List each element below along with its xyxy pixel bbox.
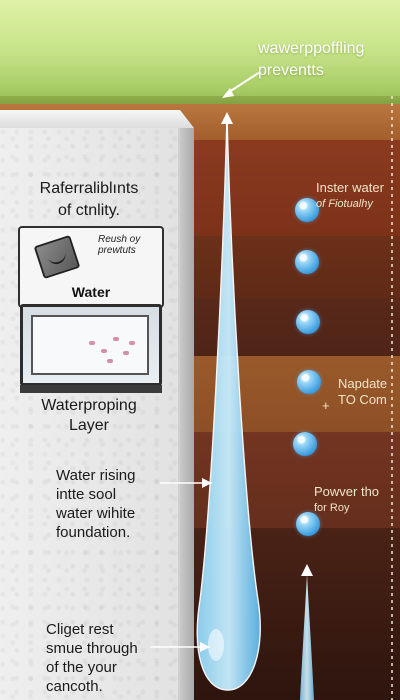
water-bubble: [293, 432, 317, 456]
foundation-wall: [0, 128, 180, 700]
speck-icon: [113, 337, 119, 341]
caption-arrow: [222, 71, 261, 98]
right-label-line: of Fiotualhy: [316, 198, 373, 210]
card-note-line: prewtuts: [98, 245, 136, 256]
water-bubble: [296, 310, 320, 334]
right-label-line: Powver tho: [314, 484, 380, 499]
window-base: [20, 385, 162, 393]
bottom-note: Cliget rest smue through of the your can…: [46, 620, 138, 696]
right-label-lower: Powver tho for Roy: [314, 484, 379, 516]
right-label-upper: Inster water of Fiotualhy: [316, 180, 384, 212]
intro-text: Raferraliblınts of ctnlity.: [0, 178, 178, 222]
right-label-line: TO Com: [338, 392, 387, 407]
top-caption-line: preventts: [258, 62, 324, 79]
rising-note-line: Water rising: [56, 467, 136, 484]
window-panel-icon: [20, 304, 162, 393]
water-bubble: [295, 198, 319, 222]
bottom-note-line: of the your: [46, 659, 117, 676]
layer-title-line: Layer: [68, 417, 110, 434]
water-stem: [300, 574, 314, 700]
right-label-middle: Napdate TO Com: [338, 376, 387, 408]
water-drop-icon: [196, 117, 261, 691]
card-note-line: Reush oy: [98, 234, 141, 245]
up-arrow-icon: [221, 112, 233, 140]
sky-background: [0, 0, 400, 110]
up-arrow-icon: [301, 564, 313, 576]
box-face-icon: [33, 234, 81, 280]
left-arrow-icon: [160, 478, 212, 488]
rising-note-line: intte sool: [56, 486, 117, 503]
layer-title: Waterproping Layer: [0, 396, 178, 436]
water-drop-highlight: [208, 629, 224, 661]
water-bubble: [295, 250, 319, 274]
card-water-label: Water: [71, 284, 111, 300]
rising-note-line: foundation.: [56, 524, 131, 541]
bottom-note-line: Cliget rest: [46, 621, 114, 638]
right-label-line: for Roy: [314, 502, 350, 514]
box-face-smile: [47, 251, 68, 267]
speck-icon: [123, 351, 129, 355]
rising-note: Water rising intte sool water wihite fou…: [56, 466, 135, 542]
right-label-marker: +: [322, 398, 330, 413]
speck-icon: [107, 359, 113, 363]
top-caption: wawerppoffling preventts: [258, 38, 364, 82]
intro-line: of ctnlity.: [58, 202, 120, 219]
layer-title-line: Waterproping: [41, 397, 137, 414]
intro-line: Raferraliblınts: [39, 180, 139, 197]
speck-icon: [129, 341, 135, 345]
card-note: Reush oy prewtuts: [98, 234, 140, 256]
speck-icon: [101, 349, 107, 353]
window-pane: [31, 315, 149, 375]
water-bubble: [296, 512, 320, 536]
bottom-note-line: smue through: [46, 640, 138, 657]
left-arrow-icon: [150, 642, 210, 652]
right-label-line: Napdate: [338, 376, 388, 391]
bottom-note-line: cancoth.: [46, 678, 103, 695]
right-label-line: Inster water: [316, 180, 384, 195]
speck-icon: [89, 341, 95, 345]
foundation-wall-side: [180, 128, 194, 700]
top-caption-line: wawerppoffling: [258, 40, 365, 57]
rising-note-line: water wihite: [56, 505, 136, 522]
illustration-card-box: Reush oy prewtuts Water: [18, 226, 164, 308]
water-bubble: [297, 370, 321, 394]
foundation-wall-top: [0, 110, 194, 128]
